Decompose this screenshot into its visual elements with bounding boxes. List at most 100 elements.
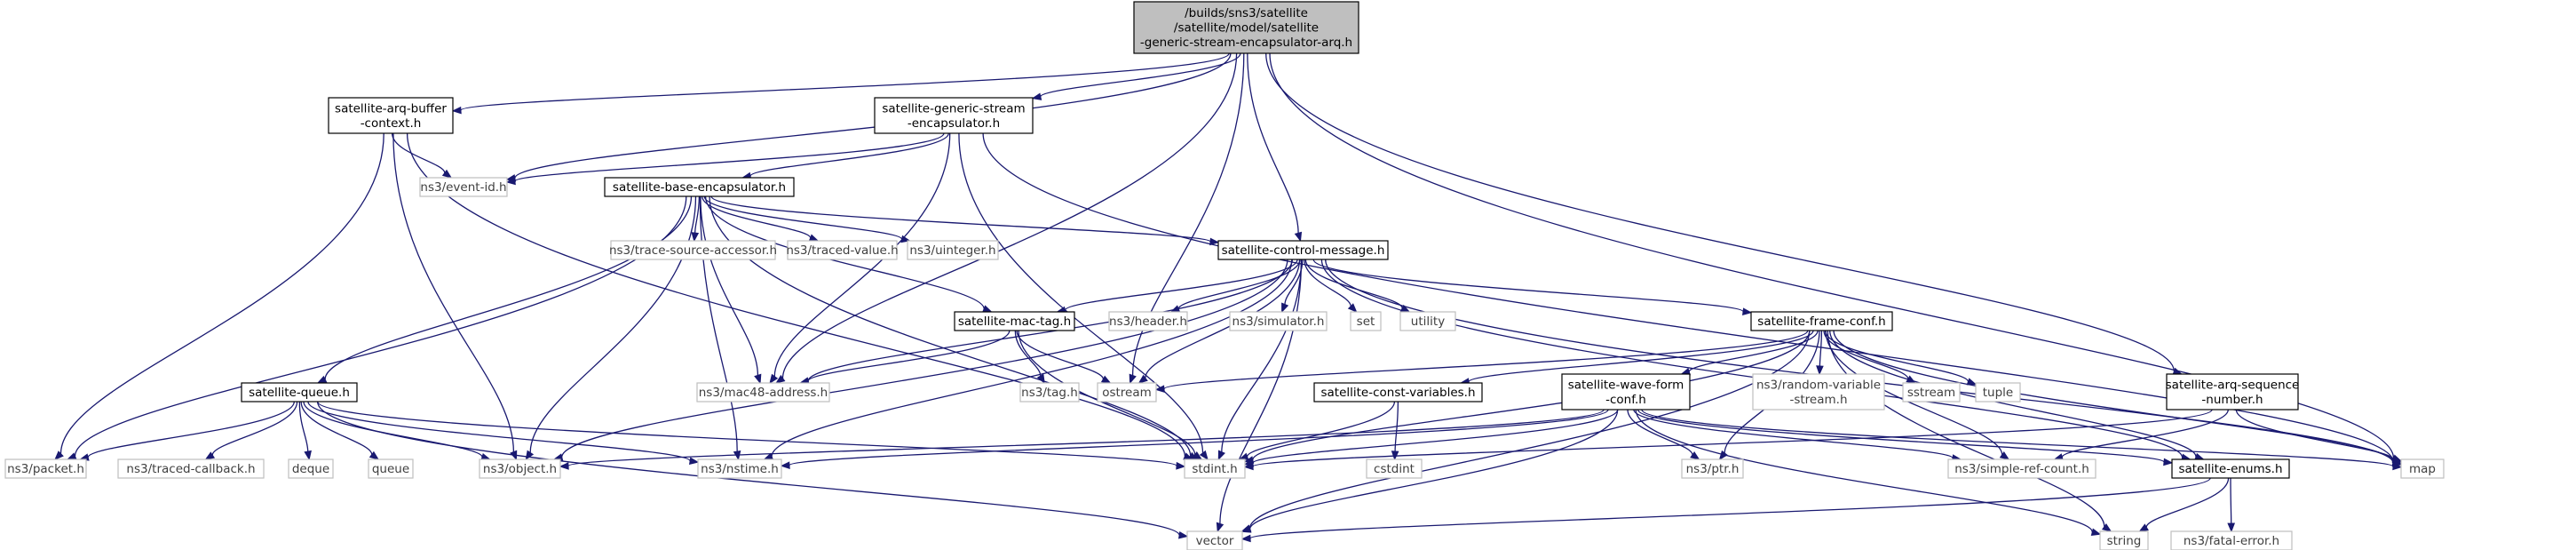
arrowhead-frameconf-to-ptr <box>1718 450 1728 461</box>
node-tuple-box <box>1975 382 2021 403</box>
node-frameconf[interactable]: satellite-frame-conf.h <box>1750 311 1893 331</box>
edge-baseenc-to-ctrlmsg <box>710 195 1211 243</box>
node-nstime-box <box>697 458 782 479</box>
node-mactag-label-0: satellite-mac-tag.h <box>958 315 1071 329</box>
edge-genstream-to-mac48 <box>773 132 951 377</box>
edge-ctrlmsg-to-simulator <box>1284 259 1304 305</box>
node-tuple-label-0: tuple <box>1983 386 2013 400</box>
arrowhead-genstream-to-stdint <box>1199 450 1209 461</box>
arrowhead-root-to-genstream <box>1031 92 1042 100</box>
node-deque: deque <box>288 458 334 479</box>
node-queue-box <box>368 458 414 479</box>
node-nstime-label-0: ns3/nstime.h <box>701 462 779 476</box>
edge-arqseq-to-stdint <box>1252 409 2213 467</box>
node-sstream-box <box>1902 382 1961 403</box>
node-ostream-label-0: ostream <box>1102 386 1152 400</box>
node-tracesrc: ns3/trace-source-accessor.h <box>609 240 777 260</box>
node-queue_h[interactable]: satellite-queue.h <box>241 382 358 403</box>
node-root-label-2: -generic-stream-encapsulator-arq.h <box>1140 36 1352 50</box>
arrowhead-baseenc-to-mac48 <box>754 373 762 385</box>
node-baseenc[interactable]: satellite-base-encapsulator.h <box>604 177 795 197</box>
edges-layer <box>54 52 2403 543</box>
node-enums-label-0: satellite-enums.h <box>2178 462 2282 476</box>
node-ptr: ns3/ptr.h <box>1681 458 1744 479</box>
edge-genstream-to-stdint <box>958 132 1204 453</box>
node-simulator: ns3/simulator.h <box>1229 311 1328 331</box>
node-root-label-1: /satellite/model/satellite <box>1174 21 1319 36</box>
node-waveform[interactable]: satellite-wave-form-conf.h <box>1561 373 1691 411</box>
arrowhead-mactag-to-tag <box>1036 373 1045 385</box>
arrowhead-queue_h-to-deque <box>304 450 312 461</box>
edge-genstream-to-baseenc <box>749 132 949 177</box>
edge-frameconf-to-ostream <box>1163 330 1809 390</box>
node-root[interactable]: /builds/sns3/satellite/satellite/model/s… <box>1133 1 1359 54</box>
arrowhead-waveform-to-vector <box>1240 525 1252 533</box>
node-ctrlmsg[interactable]: satellite-control-message.h <box>1217 240 1389 260</box>
node-fatalerr-box <box>2170 530 2293 550</box>
node-genstream-label-0: satellite-generic-stream <box>882 101 1025 116</box>
node-header-label-0: ns3/header.h <box>1109 315 1187 329</box>
node-object-box <box>479 458 561 479</box>
arrowhead-root-to-arqbuf <box>451 106 462 115</box>
edge-waveform-to-nstime <box>789 409 1609 466</box>
edge-frameconf-to-map <box>1833 330 2394 463</box>
edge-enums-to-string <box>2145 477 2230 528</box>
node-root-box <box>1133 1 1359 54</box>
edge-ctrlmsg-to-frameconf <box>1312 259 1744 313</box>
arrowhead-frameconf-to-randvar <box>1816 365 1824 376</box>
node-mactag[interactable]: satellite-mac-tag.h <box>954 311 1075 331</box>
node-cstdint-label-0: cstdint <box>1374 462 1415 476</box>
node-packet-label-0: ns3/packet.h <box>7 462 84 476</box>
edge-root-to-map <box>1269 52 2395 458</box>
node-constvar[interactable]: satellite-const-variables.h <box>1313 382 1483 403</box>
edge-ctrlmsg-to-enums <box>1320 259 2184 458</box>
node-queue: queue <box>368 458 414 479</box>
arrowhead-genstream-to-mac48 <box>769 373 779 385</box>
node-ostream: ostream <box>1097 382 1157 403</box>
edge-ctrlmsg-to-vector <box>1219 259 1303 524</box>
node-constvar-label-0: satellite-const-variables.h <box>1320 386 1475 400</box>
node-mac48-label-0: ns3/mac48-address.h <box>699 386 828 400</box>
node-string-label-0: string <box>2107 534 2142 548</box>
node-simulator-box <box>1229 311 1328 331</box>
node-stdint-label-0: stdint.h <box>1192 462 1237 476</box>
node-enums[interactable]: satellite-enums.h <box>2171 458 2290 479</box>
node-tracedval-box <box>787 240 898 260</box>
node-tracesrc-box <box>610 240 776 260</box>
arrowhead-waveform-to-object <box>559 462 569 470</box>
node-utility-box <box>1399 311 1456 331</box>
node-packet: ns3/packet.h <box>4 458 87 479</box>
node-queue_h-label-0: satellite-queue.h <box>249 386 350 400</box>
edge-root-to-ostream <box>1131 52 1245 376</box>
node-string: string <box>2099 530 2149 550</box>
node-tracedcb: ns3/traced-callback.h <box>117 458 265 479</box>
node-constvar-box <box>1313 382 1483 403</box>
node-genstream-box <box>874 97 1034 134</box>
edge-root-to-arqseq <box>1265 52 2176 372</box>
node-mactag-box <box>954 311 1075 331</box>
arrowhead-root-to-ctrlmsg <box>1294 231 1303 243</box>
edge-frameconf-to-waveform <box>1688 330 1819 372</box>
node-genstream[interactable]: satellite-generic-stream-encapsulator.h <box>874 97 1034 134</box>
node-uinteger-label-0: ns3/uinteger.h <box>909 243 995 258</box>
edge-baseenc-to-tracesrc <box>694 195 701 234</box>
node-ostream-box <box>1097 382 1157 403</box>
arrowhead-queue_h-to-queue <box>369 450 380 460</box>
node-string-box <box>2099 530 2149 550</box>
node-set-label-0: set <box>1357 315 1375 329</box>
arrowhead-arqbuf-to-packet <box>54 450 64 460</box>
edge-baseenc-to-mac48 <box>700 195 759 376</box>
edge-root-to-mac48 <box>781 52 1238 379</box>
edge-queue_h-to-vector <box>316 401 1180 536</box>
node-ptr-label-0: ns3/ptr.h <box>1686 462 1740 476</box>
node-eventid-box <box>419 177 508 197</box>
node-fatalerr-label-0: ns3/fatal-error.h <box>2184 534 2279 548</box>
node-enums-box <box>2171 458 2290 479</box>
node-arqseq[interactable]: satellite-arq-sequence-number.h <box>2166 373 2300 411</box>
edge-waveform-to-simplerc <box>1633 409 1954 459</box>
node-arqbuf[interactable]: satellite-arq-buffer-context.h <box>328 97 454 134</box>
node-vector: vector <box>1186 530 1243 550</box>
edge-frameconf-to-stdint <box>1252 330 1811 460</box>
node-eventid: ns3/event-id.h <box>419 177 508 197</box>
node-packet-box <box>4 458 87 479</box>
